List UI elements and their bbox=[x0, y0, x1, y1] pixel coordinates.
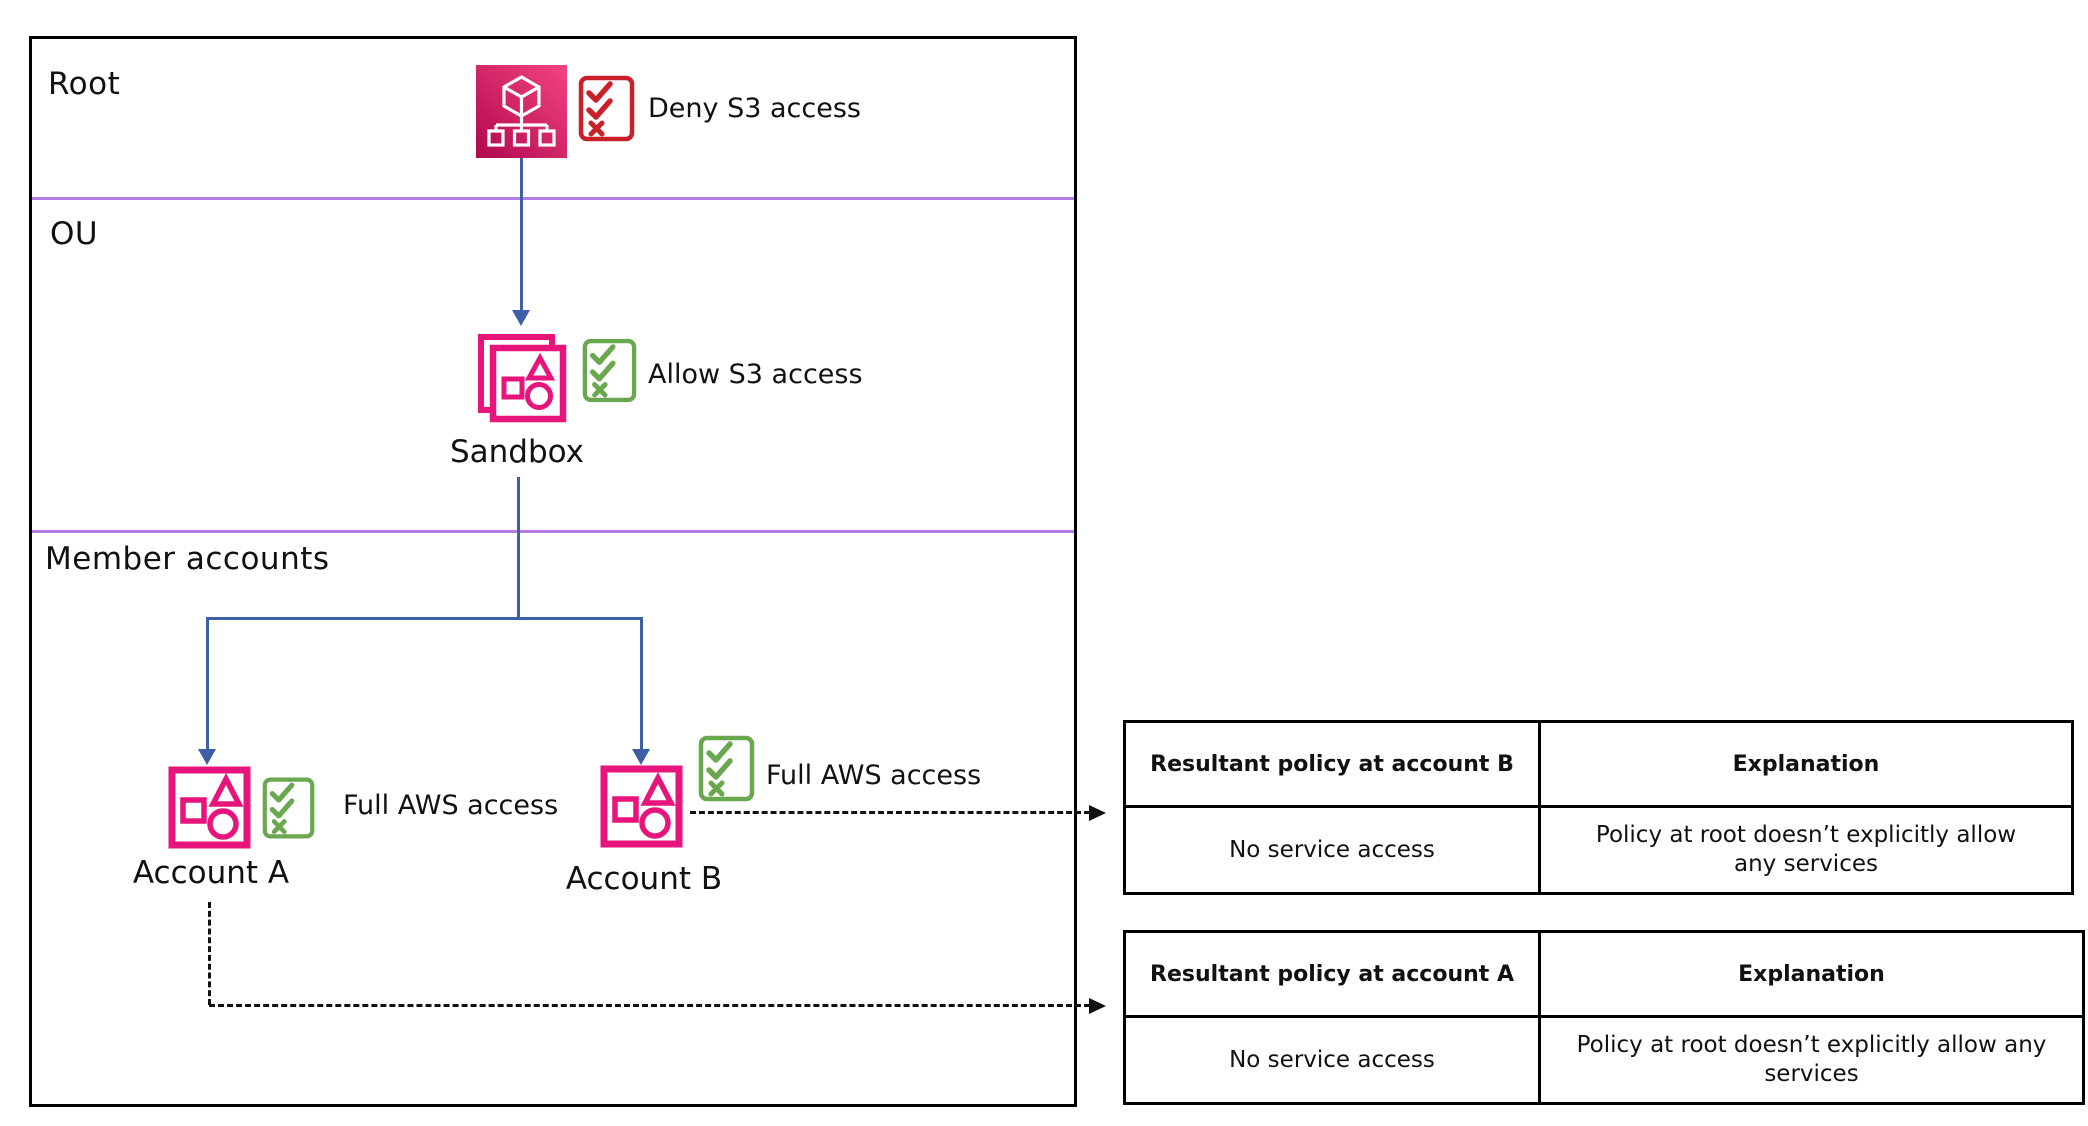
deny-policy-checklist-icon bbox=[578, 75, 635, 146]
result-pointer-account-a-arrowhead bbox=[1089, 998, 1106, 1014]
branch-horizontal-line bbox=[206, 617, 643, 620]
account-a-policy-text: Full AWS access bbox=[343, 790, 559, 821]
ou-policy-text: Allow S3 access bbox=[648, 359, 863, 390]
account-b-policy-checklist-icon bbox=[698, 735, 755, 806]
result-pointer-account-a-vertical bbox=[208, 902, 211, 1005]
organizations-root-icon bbox=[476, 65, 567, 158]
arrowhead-to-sandbox bbox=[512, 310, 530, 326]
connector-to-account-a bbox=[206, 617, 209, 749]
result-pointer-account-a-horizontal bbox=[209, 1004, 1090, 1007]
organization-boundary-box bbox=[29, 36, 1077, 1107]
account-b-icon bbox=[600, 765, 683, 852]
section-label-root: Root bbox=[48, 66, 121, 102]
table-b-policy-header: Resultant policy at account B bbox=[1123, 720, 1541, 808]
table-a-explanation-header: Explanation bbox=[1538, 930, 2085, 1018]
sandbox-label: Sandbox bbox=[449, 434, 585, 470]
section-divider-ou-members bbox=[32, 530, 1074, 533]
arrowhead-to-account-b bbox=[632, 749, 650, 765]
resultant-policy-table-account-b: Resultant policy at account B Explanatio… bbox=[1123, 720, 2074, 895]
table-b-explanation-header: Explanation bbox=[1538, 720, 2074, 808]
ou-sandbox-icon bbox=[477, 333, 567, 427]
account-b-policy-text: Full AWS access bbox=[766, 760, 982, 791]
arrowhead-to-account-a bbox=[198, 749, 216, 765]
account-b-label: Account B bbox=[565, 861, 723, 897]
table-a-policy-header: Resultant policy at account A bbox=[1123, 930, 1541, 1018]
table-a-policy-cell: No service access bbox=[1123, 1015, 1541, 1105]
table-b-explanation-cell: Policy at root doesn’t explicitly allow … bbox=[1538, 805, 2074, 895]
resultant-policy-table-account-a: Resultant policy at account A Explanatio… bbox=[1123, 930, 2085, 1105]
table-b-policy-cell: No service access bbox=[1123, 805, 1541, 895]
table-a-explanation-cell: Policy at root doesn’t explicitly allow … bbox=[1538, 1015, 2085, 1105]
section-label-member-accounts: Member accounts bbox=[45, 541, 330, 577]
section-divider-root-ou bbox=[32, 197, 1074, 200]
account-a-icon bbox=[168, 766, 251, 853]
account-a-policy-checklist-icon bbox=[262, 776, 315, 844]
connector-root-to-sandbox bbox=[520, 158, 523, 310]
result-pointer-account-b bbox=[690, 811, 1090, 814]
section-label-ou: OU bbox=[50, 216, 99, 252]
account-a-label: Account A bbox=[132, 855, 290, 891]
result-pointer-account-b-arrowhead bbox=[1089, 805, 1106, 821]
connector-sandbox-to-branch bbox=[517, 477, 520, 618]
allow-policy-checklist-icon bbox=[582, 338, 637, 407]
root-policy-text: Deny S3 access bbox=[648, 93, 861, 124]
connector-to-account-b bbox=[640, 617, 643, 749]
